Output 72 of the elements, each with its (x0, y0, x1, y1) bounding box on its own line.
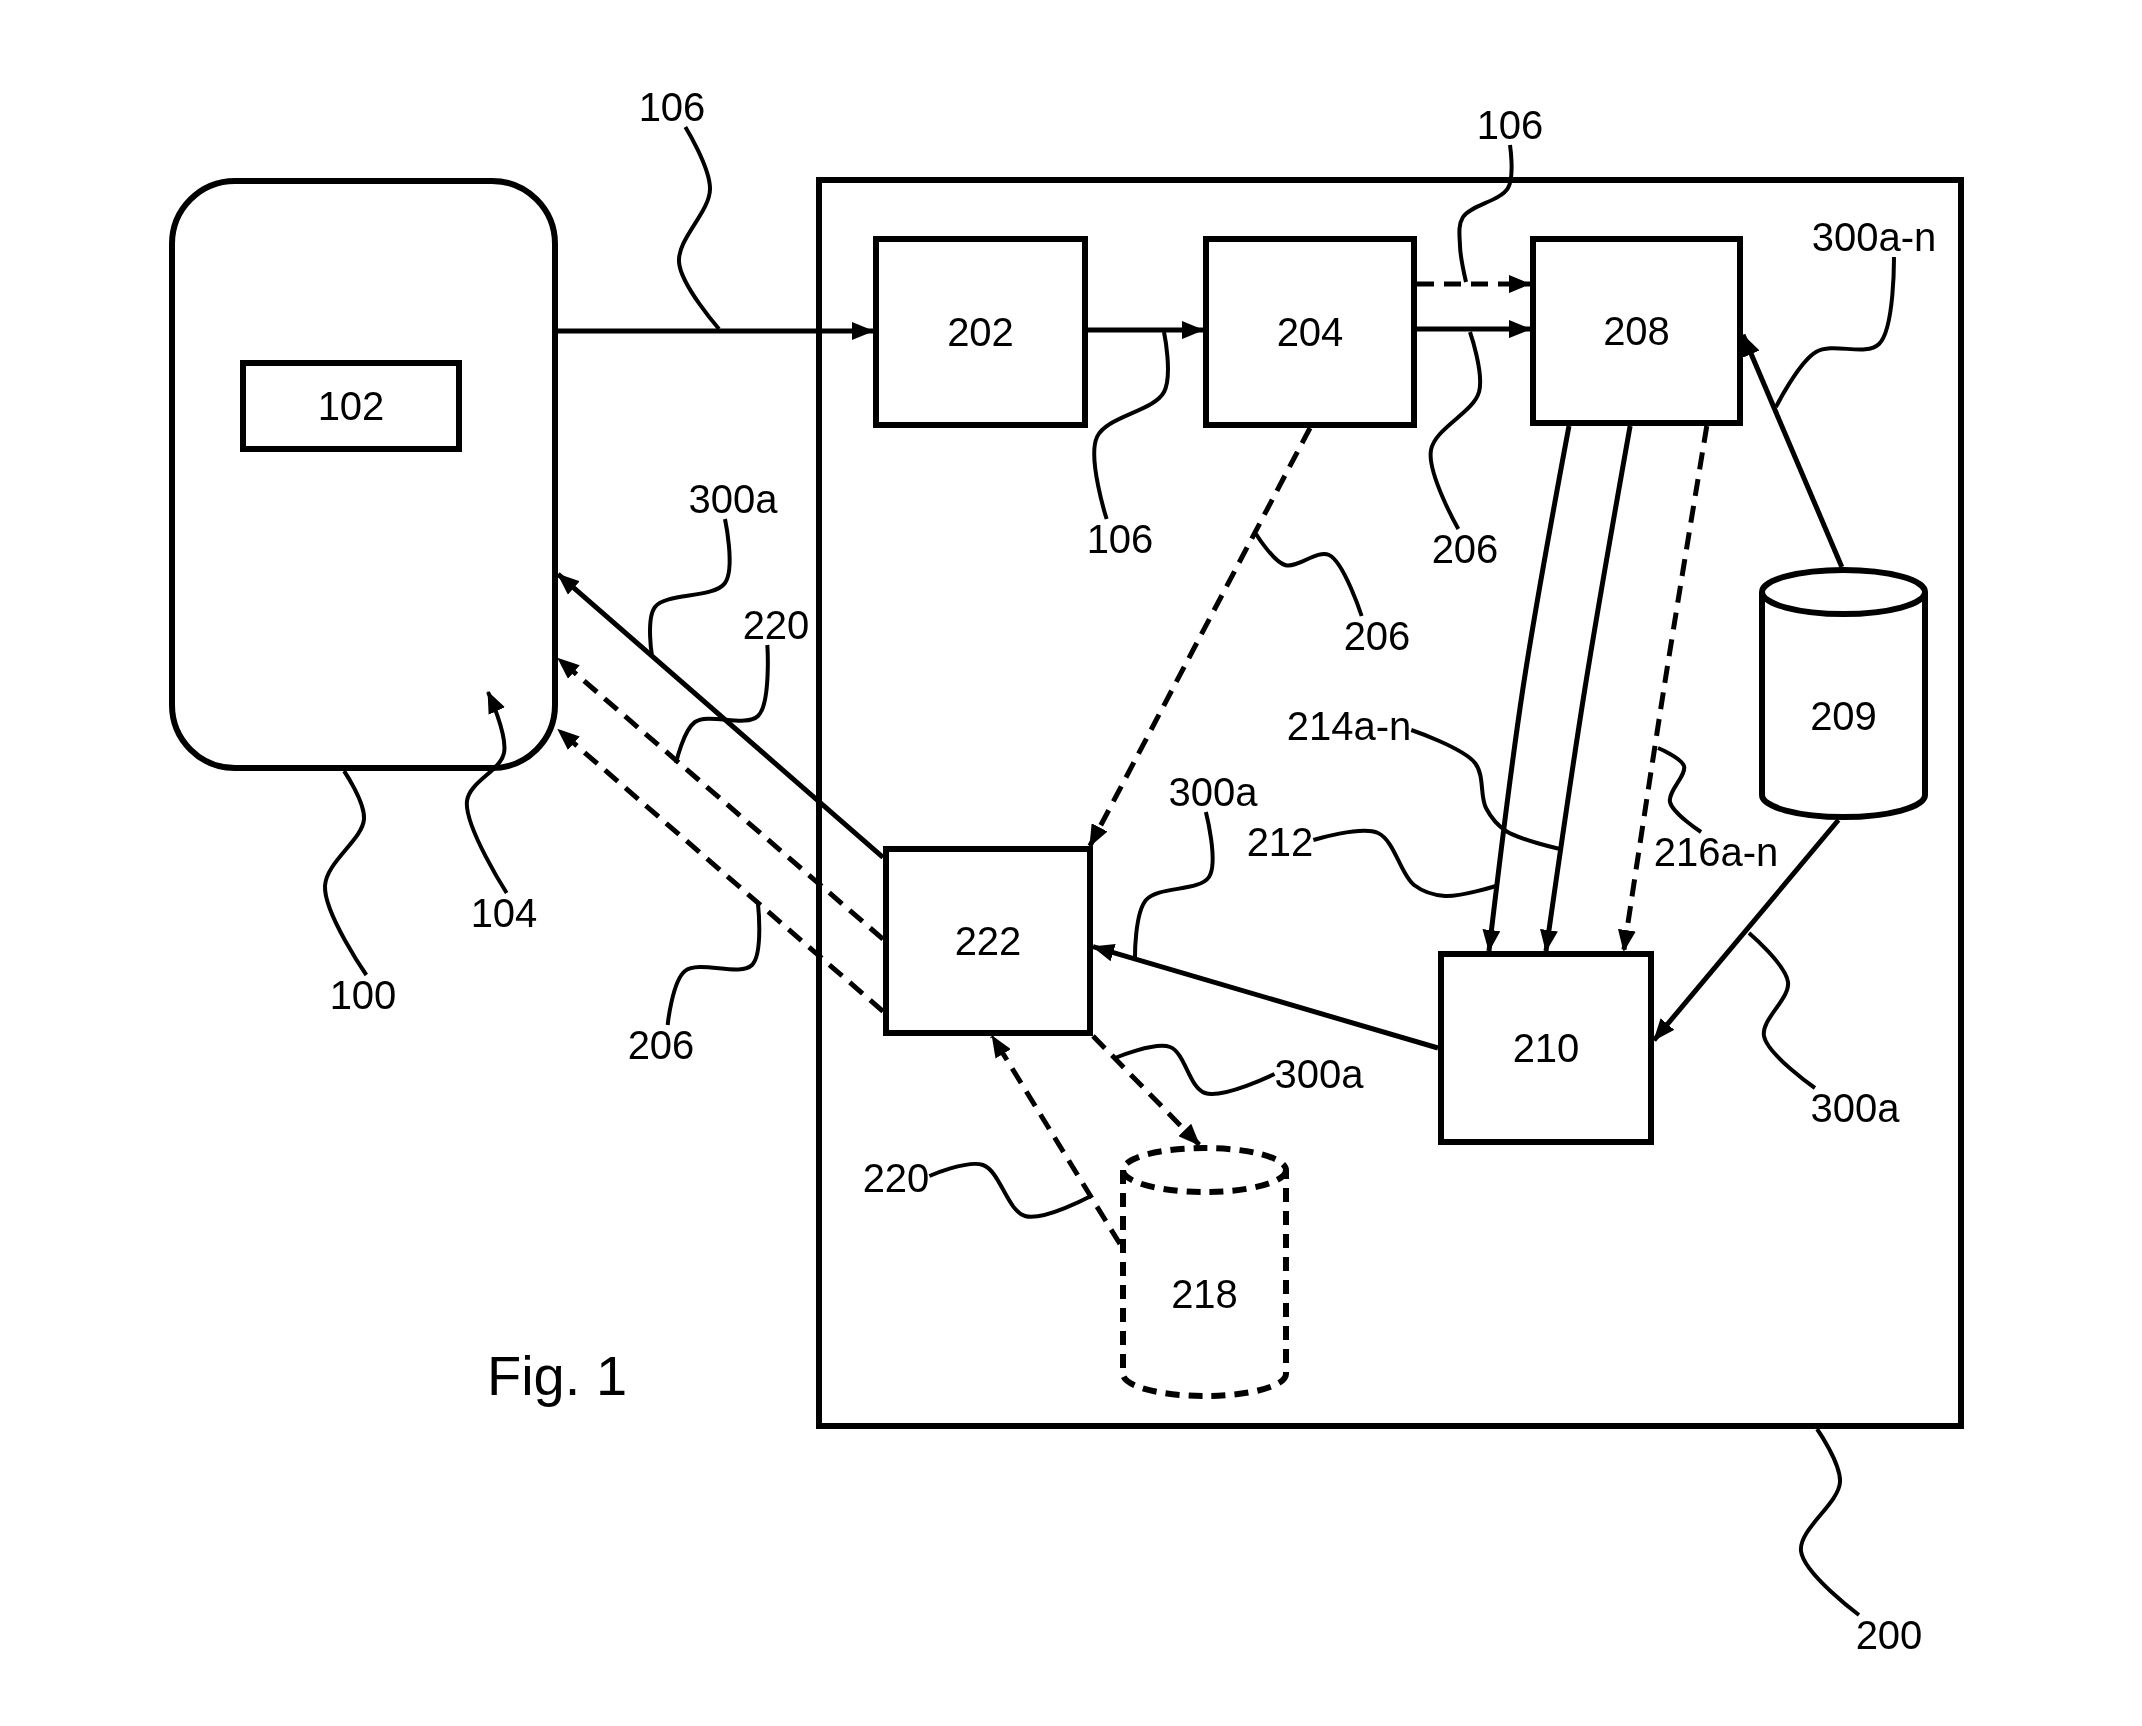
box-label: 222 (954, 921, 1022, 961)
box-label: 102 (317, 386, 385, 426)
leader-line (1254, 532, 1364, 617)
process-box (1530, 236, 1743, 426)
arrow (1092, 944, 1439, 1051)
leader-line (1133, 811, 1215, 958)
leader-line (1799, 1427, 1861, 1617)
dashed-arrow (1417, 275, 1531, 294)
reference-numeral: 220 (742, 605, 810, 645)
dashed-arrow (556, 727, 885, 1014)
arrow (1540, 425, 1633, 952)
dashed-cylinder (1120, 1145, 1289, 1399)
box-label: 204 (1276, 312, 1344, 352)
reference-numeral: 206 (627, 1025, 695, 1065)
leader-line (1774, 257, 1896, 408)
container-box (816, 177, 1964, 1429)
reference-numeral: 300a (1274, 1054, 1364, 1094)
reference-numeral: 206 (1431, 529, 1499, 569)
reference-numeral: 214a-n (1286, 706, 1412, 746)
process-box (873, 236, 1088, 428)
reference-numeral: 100 (329, 975, 397, 1015)
arrow (1482, 425, 1572, 952)
labeled-box (240, 360, 462, 452)
leader-line (1428, 331, 1483, 530)
box-label: 208 (1603, 311, 1670, 351)
leader-line (1457, 144, 1514, 283)
arrow (1088, 321, 1204, 340)
leader-line (1747, 931, 1817, 1090)
reference-numeral: 220 (862, 1158, 930, 1198)
reference-numeral: 216a-n (1653, 832, 1779, 872)
dashed-arrow (1087, 426, 1313, 848)
leader-arrow (465, 691, 509, 895)
reference-numeral: 106 (638, 87, 706, 127)
arrow (556, 572, 885, 860)
process-box (1203, 236, 1417, 428)
reference-numeral: 200 (1855, 1615, 1923, 1655)
reference-numeral: 300a (1168, 772, 1258, 812)
reference-numeral: 300a-n (1811, 217, 1937, 257)
leader-line (323, 769, 368, 977)
leader-line (665, 903, 762, 1026)
dashed-arrow (1091, 1034, 1202, 1147)
reference-numeral: 104 (470, 893, 538, 933)
reference-numeral: 300a (1810, 1088, 1900, 1128)
rounded-box (169, 178, 558, 771)
database-cylinder (1759, 567, 1928, 820)
leader-line (1657, 746, 1703, 834)
process-box (883, 846, 1093, 1036)
leader-line (1092, 331, 1170, 520)
leader-line (1114, 1043, 1276, 1096)
process-box (1438, 951, 1654, 1145)
reference-numeral: 300a (688, 479, 778, 519)
reference-numeral: 106 (1476, 105, 1544, 145)
arrow (1740, 333, 1845, 568)
reference-numeral: 212 (1246, 822, 1314, 862)
leader-line (1410, 728, 1561, 851)
leader-line (674, 644, 770, 764)
arrow (558, 322, 874, 341)
arrow (1417, 320, 1531, 339)
leader-line (677, 125, 721, 331)
box-label: 202 (947, 312, 1014, 352)
dashed-arrow (990, 1034, 1123, 1246)
leader-line (1312, 828, 1497, 898)
reference-numeral: 106 (1086, 519, 1154, 559)
reference-numeral: 206 (1343, 616, 1411, 656)
box-label: 218 (1171, 1274, 1238, 1314)
dashed-arrow (1618, 425, 1710, 952)
dashed-arrow (556, 656, 885, 941)
box-label: 209 (1810, 695, 1877, 736)
arrow (1652, 818, 1841, 1042)
box-label: 210 (1512, 1028, 1580, 1068)
leader-line (928, 1161, 1092, 1219)
leader-line (648, 518, 732, 657)
